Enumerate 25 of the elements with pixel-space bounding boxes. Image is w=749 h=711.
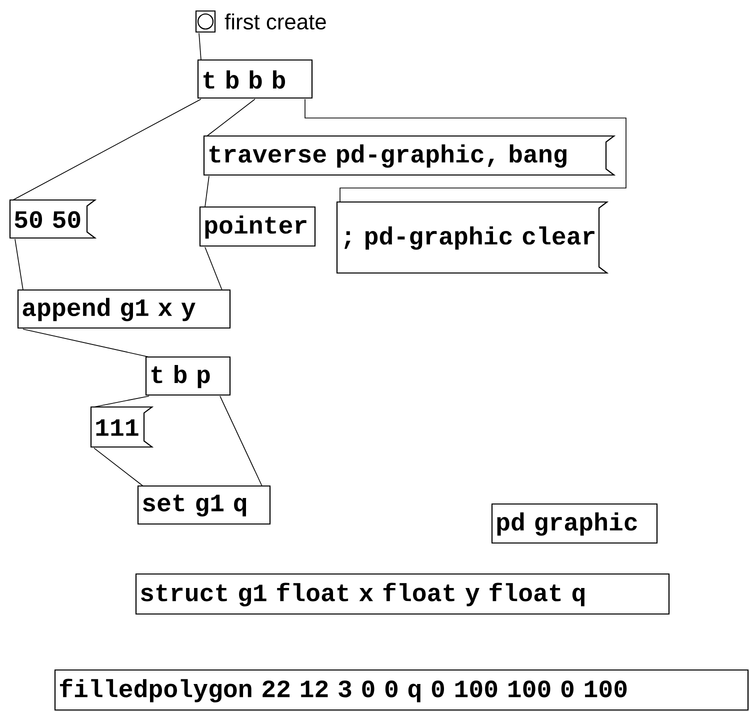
patch-cord xyxy=(220,396,262,486)
patch-cord xyxy=(22,328,150,358)
caption-text: first create xyxy=(224,13,326,30)
object-box: filledpolygon 22 12 3 0 0 q 0 100 100 0 100 xyxy=(54,669,749,711)
object-box: pointer xyxy=(199,206,316,247)
object-box: pd graphic xyxy=(491,503,658,544)
bang-button xyxy=(195,10,216,33)
patch-cord xyxy=(204,246,222,290)
object-box: append g1 x y xyxy=(17,289,231,329)
message-box: traverse pd-graphic, bang xyxy=(203,135,616,176)
patch-cord xyxy=(94,396,150,408)
patch-cord xyxy=(198,32,202,60)
object-box: t b b b xyxy=(197,59,313,99)
patch-cord xyxy=(304,98,626,202)
message-box: ; pd-graphic clear xyxy=(336,201,609,274)
object-box: set g1 q xyxy=(137,485,271,525)
object-box: struct g1 float x float y float q xyxy=(135,573,670,615)
patch-cord xyxy=(12,98,202,200)
patch-cord xyxy=(94,448,144,486)
patch-cord xyxy=(14,238,24,290)
object-box: t b p xyxy=(145,356,231,396)
patch-cord xyxy=(206,98,256,136)
message-box: 111 xyxy=(90,406,154,448)
message-box: 50 50 xyxy=(9,199,97,239)
patch-cord xyxy=(204,176,210,208)
